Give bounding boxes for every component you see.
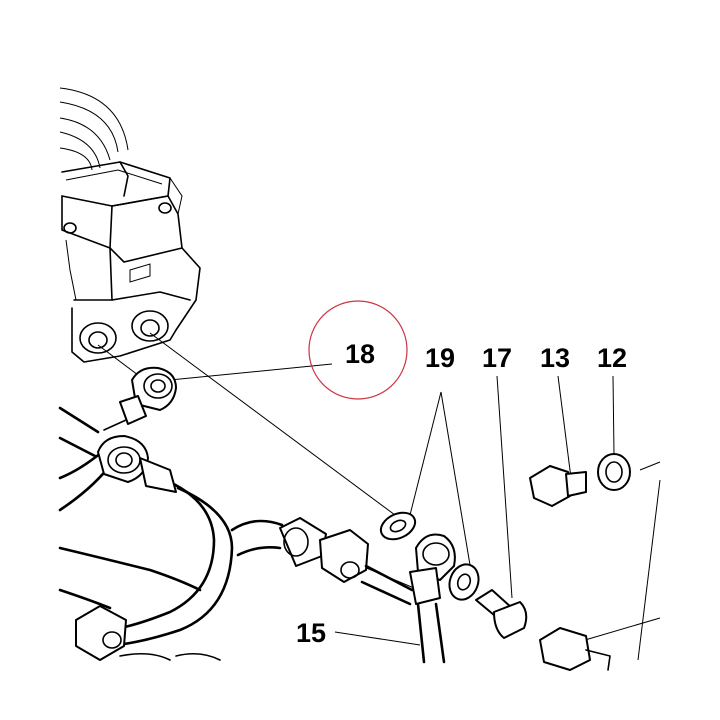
callout-12: 12 <box>597 343 628 373</box>
callout-15: 15 <box>296 618 327 648</box>
callout-18: 18 <box>345 339 376 369</box>
callout-19: 19 <box>425 343 456 373</box>
callout-13: 13 <box>540 343 571 373</box>
left-hoses <box>58 406 284 661</box>
callout-17: 17 <box>482 343 513 373</box>
leader-lines <box>97 332 661 661</box>
highlight-circle <box>308 300 408 400</box>
engine-housing <box>59 87 201 363</box>
fittings <box>75 366 631 671</box>
